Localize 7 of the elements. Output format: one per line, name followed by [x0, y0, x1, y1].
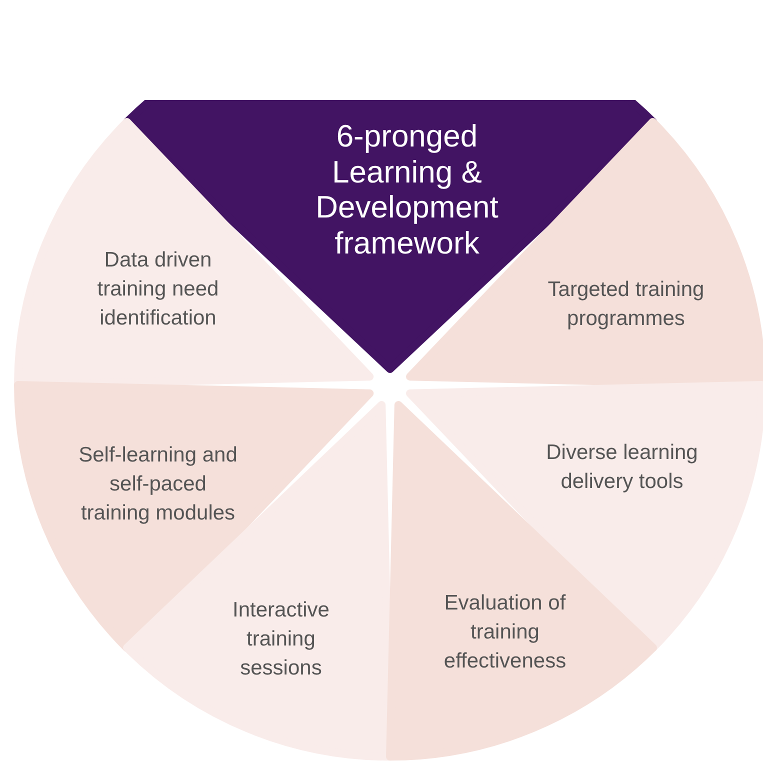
segment-label: Data driven training need identification [96, 248, 220, 332]
segment-label: Targeted training programmes [546, 277, 706, 332]
segment-label: Interactive training sessions [232, 598, 330, 682]
segment-label: Diverse learning delivery tools [545, 440, 699, 495]
segment-label: Self-learning and self-paced training modules [78, 442, 238, 526]
framework-title: 6-pronged Learning & Development framework [314, 118, 500, 262]
segment-label: Evaluation of training effectiveness [442, 590, 568, 674]
